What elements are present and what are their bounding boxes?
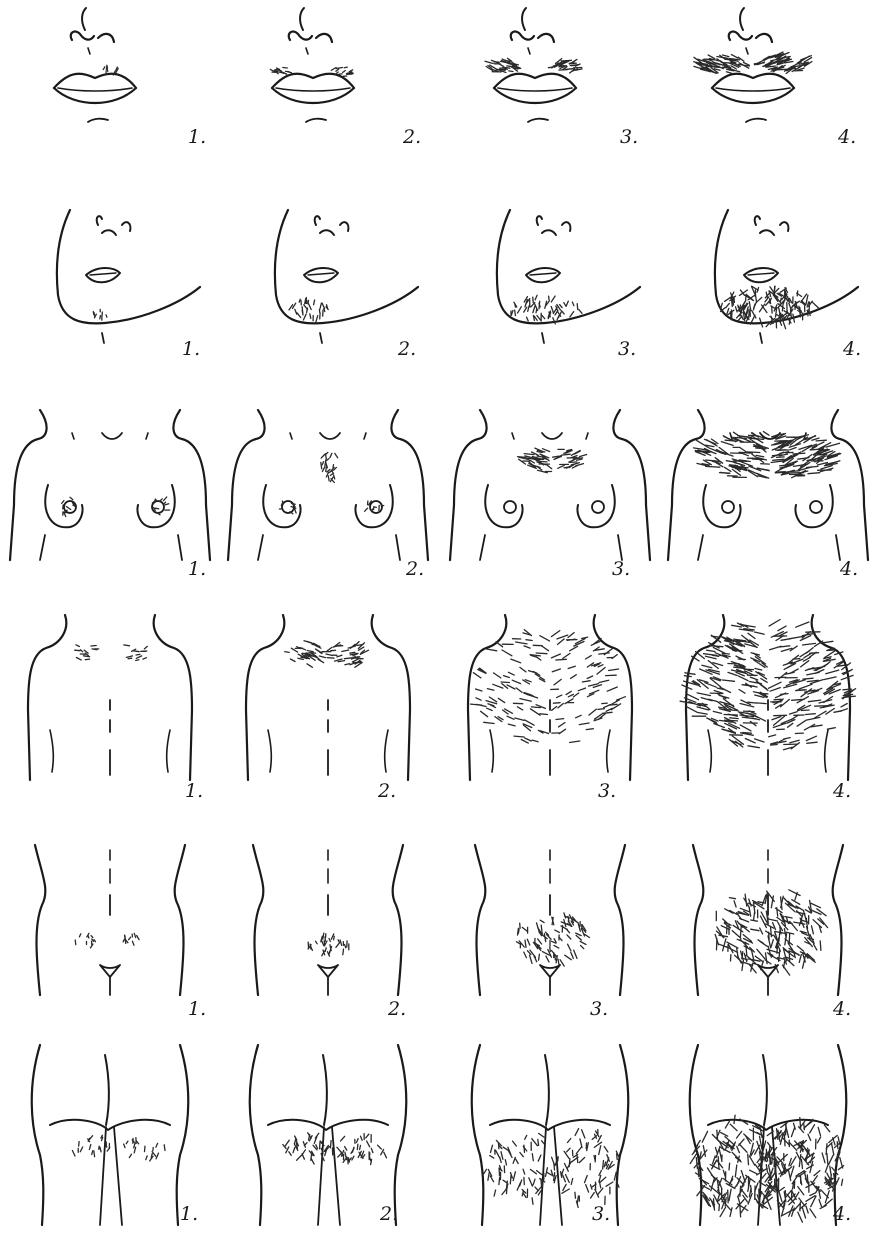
- hair-strokes: [715, 890, 827, 975]
- hair-strokes: [283, 1133, 333, 1164]
- hair-strokes: [548, 59, 582, 73]
- hair-strokes: [518, 448, 587, 473]
- score-label: 1.: [188, 1000, 206, 1019]
- score-label: 2.: [388, 1000, 406, 1019]
- score-label: 3.: [618, 340, 636, 359]
- hair-strokes: [517, 913, 590, 966]
- score-label: 2.: [398, 340, 416, 359]
- panel-chin-score-3: [497, 210, 640, 343]
- panel-upper-lip-score-1: [54, 8, 136, 122]
- score-label: 1.: [185, 782, 203, 801]
- hair-strokes: [554, 1129, 619, 1208]
- panel-upper-back-score-1: [28, 615, 192, 780]
- hair-strokes: [337, 1134, 387, 1165]
- panel-chin-score-2: [275, 210, 418, 343]
- score-label: 2.: [406, 560, 424, 579]
- panel-upper-back-score-3: [468, 615, 632, 780]
- panel-buttocks-thighs-score-1: [32, 1045, 189, 1225]
- panel-chest-score-3: [450, 410, 650, 560]
- hair-strokes: [123, 933, 139, 945]
- score-label: 3.: [612, 560, 630, 579]
- hair-strokes: [331, 67, 353, 76]
- score-label: 4.: [840, 560, 858, 579]
- score-label: 1.: [182, 340, 200, 359]
- hair-strokes: [308, 933, 349, 956]
- panel-chest-score-4: [668, 410, 868, 560]
- panel-buttocks-thighs-score-3: [472, 1045, 629, 1225]
- score-label: 4.: [833, 782, 851, 801]
- panel-upper-back-score-2: [246, 615, 410, 780]
- hair-strokes: [471, 630, 626, 744]
- panel-chest-score-1: [10, 410, 210, 560]
- score-label: 1.: [180, 1205, 198, 1224]
- hair-strokes: [285, 641, 333, 668]
- score-label: 4.: [843, 340, 861, 359]
- score-label: 1.: [188, 128, 206, 147]
- score-label: 3.: [590, 1000, 608, 1019]
- panel-chin-score-1: [57, 210, 200, 343]
- score-label: 2.: [378, 782, 396, 801]
- panel-upper-lip-score-3: [485, 8, 582, 122]
- score-label: 1.: [188, 560, 206, 579]
- hair-strokes: [75, 645, 99, 660]
- hair-strokes: [485, 58, 521, 72]
- row-buttocks-thighs: [32, 1045, 847, 1225]
- score-label: 4.: [838, 128, 856, 147]
- row-chest: [10, 410, 868, 560]
- score-label: 2.: [380, 1205, 398, 1224]
- score-label: 4.: [833, 1205, 851, 1224]
- hair-strokes: [721, 286, 820, 329]
- score-label: 4.: [833, 1000, 851, 1019]
- panel-buttocks-thighs-score-4: [690, 1045, 847, 1225]
- panel-lower-abdomen-score-3: [475, 845, 625, 995]
- hair-strokes: [75, 933, 95, 948]
- hair-strokes: [289, 298, 328, 323]
- hair-strokes: [124, 1138, 165, 1161]
- row-lower-abdomen: [35, 845, 843, 995]
- panel-chest-score-2: [228, 410, 428, 560]
- row-upper-lip: [54, 8, 812, 122]
- row-chin: [57, 210, 858, 343]
- panel-buttocks-thighs-score-2: [250, 1045, 407, 1225]
- panel-chin-score-4: [715, 210, 858, 343]
- score-label: 3.: [598, 782, 616, 801]
- row-upper-back: [28, 615, 856, 780]
- hair-strokes: [690, 1115, 782, 1217]
- hair-strokes: [93, 309, 107, 320]
- hair-strokes: [754, 52, 812, 74]
- panel-lower-abdomen-score-2: [253, 845, 403, 995]
- score-label: 2.: [403, 128, 421, 147]
- hair-strokes: [321, 452, 338, 482]
- panel-upper-back-score-4: [680, 615, 856, 780]
- hair-strokes: [327, 642, 369, 668]
- panel-lower-abdomen-score-1: [35, 845, 185, 995]
- hair-strokes: [124, 645, 148, 661]
- hair-strokes: [694, 55, 750, 74]
- panel-upper-lip-score-4: [694, 8, 812, 122]
- panel-lower-abdomen-score-4: [693, 845, 843, 995]
- score-label: 3.: [592, 1205, 610, 1224]
- score-label: 3.: [620, 128, 638, 147]
- panel-upper-lip-score-2: [270, 8, 354, 122]
- hair-strokes: [270, 68, 291, 75]
